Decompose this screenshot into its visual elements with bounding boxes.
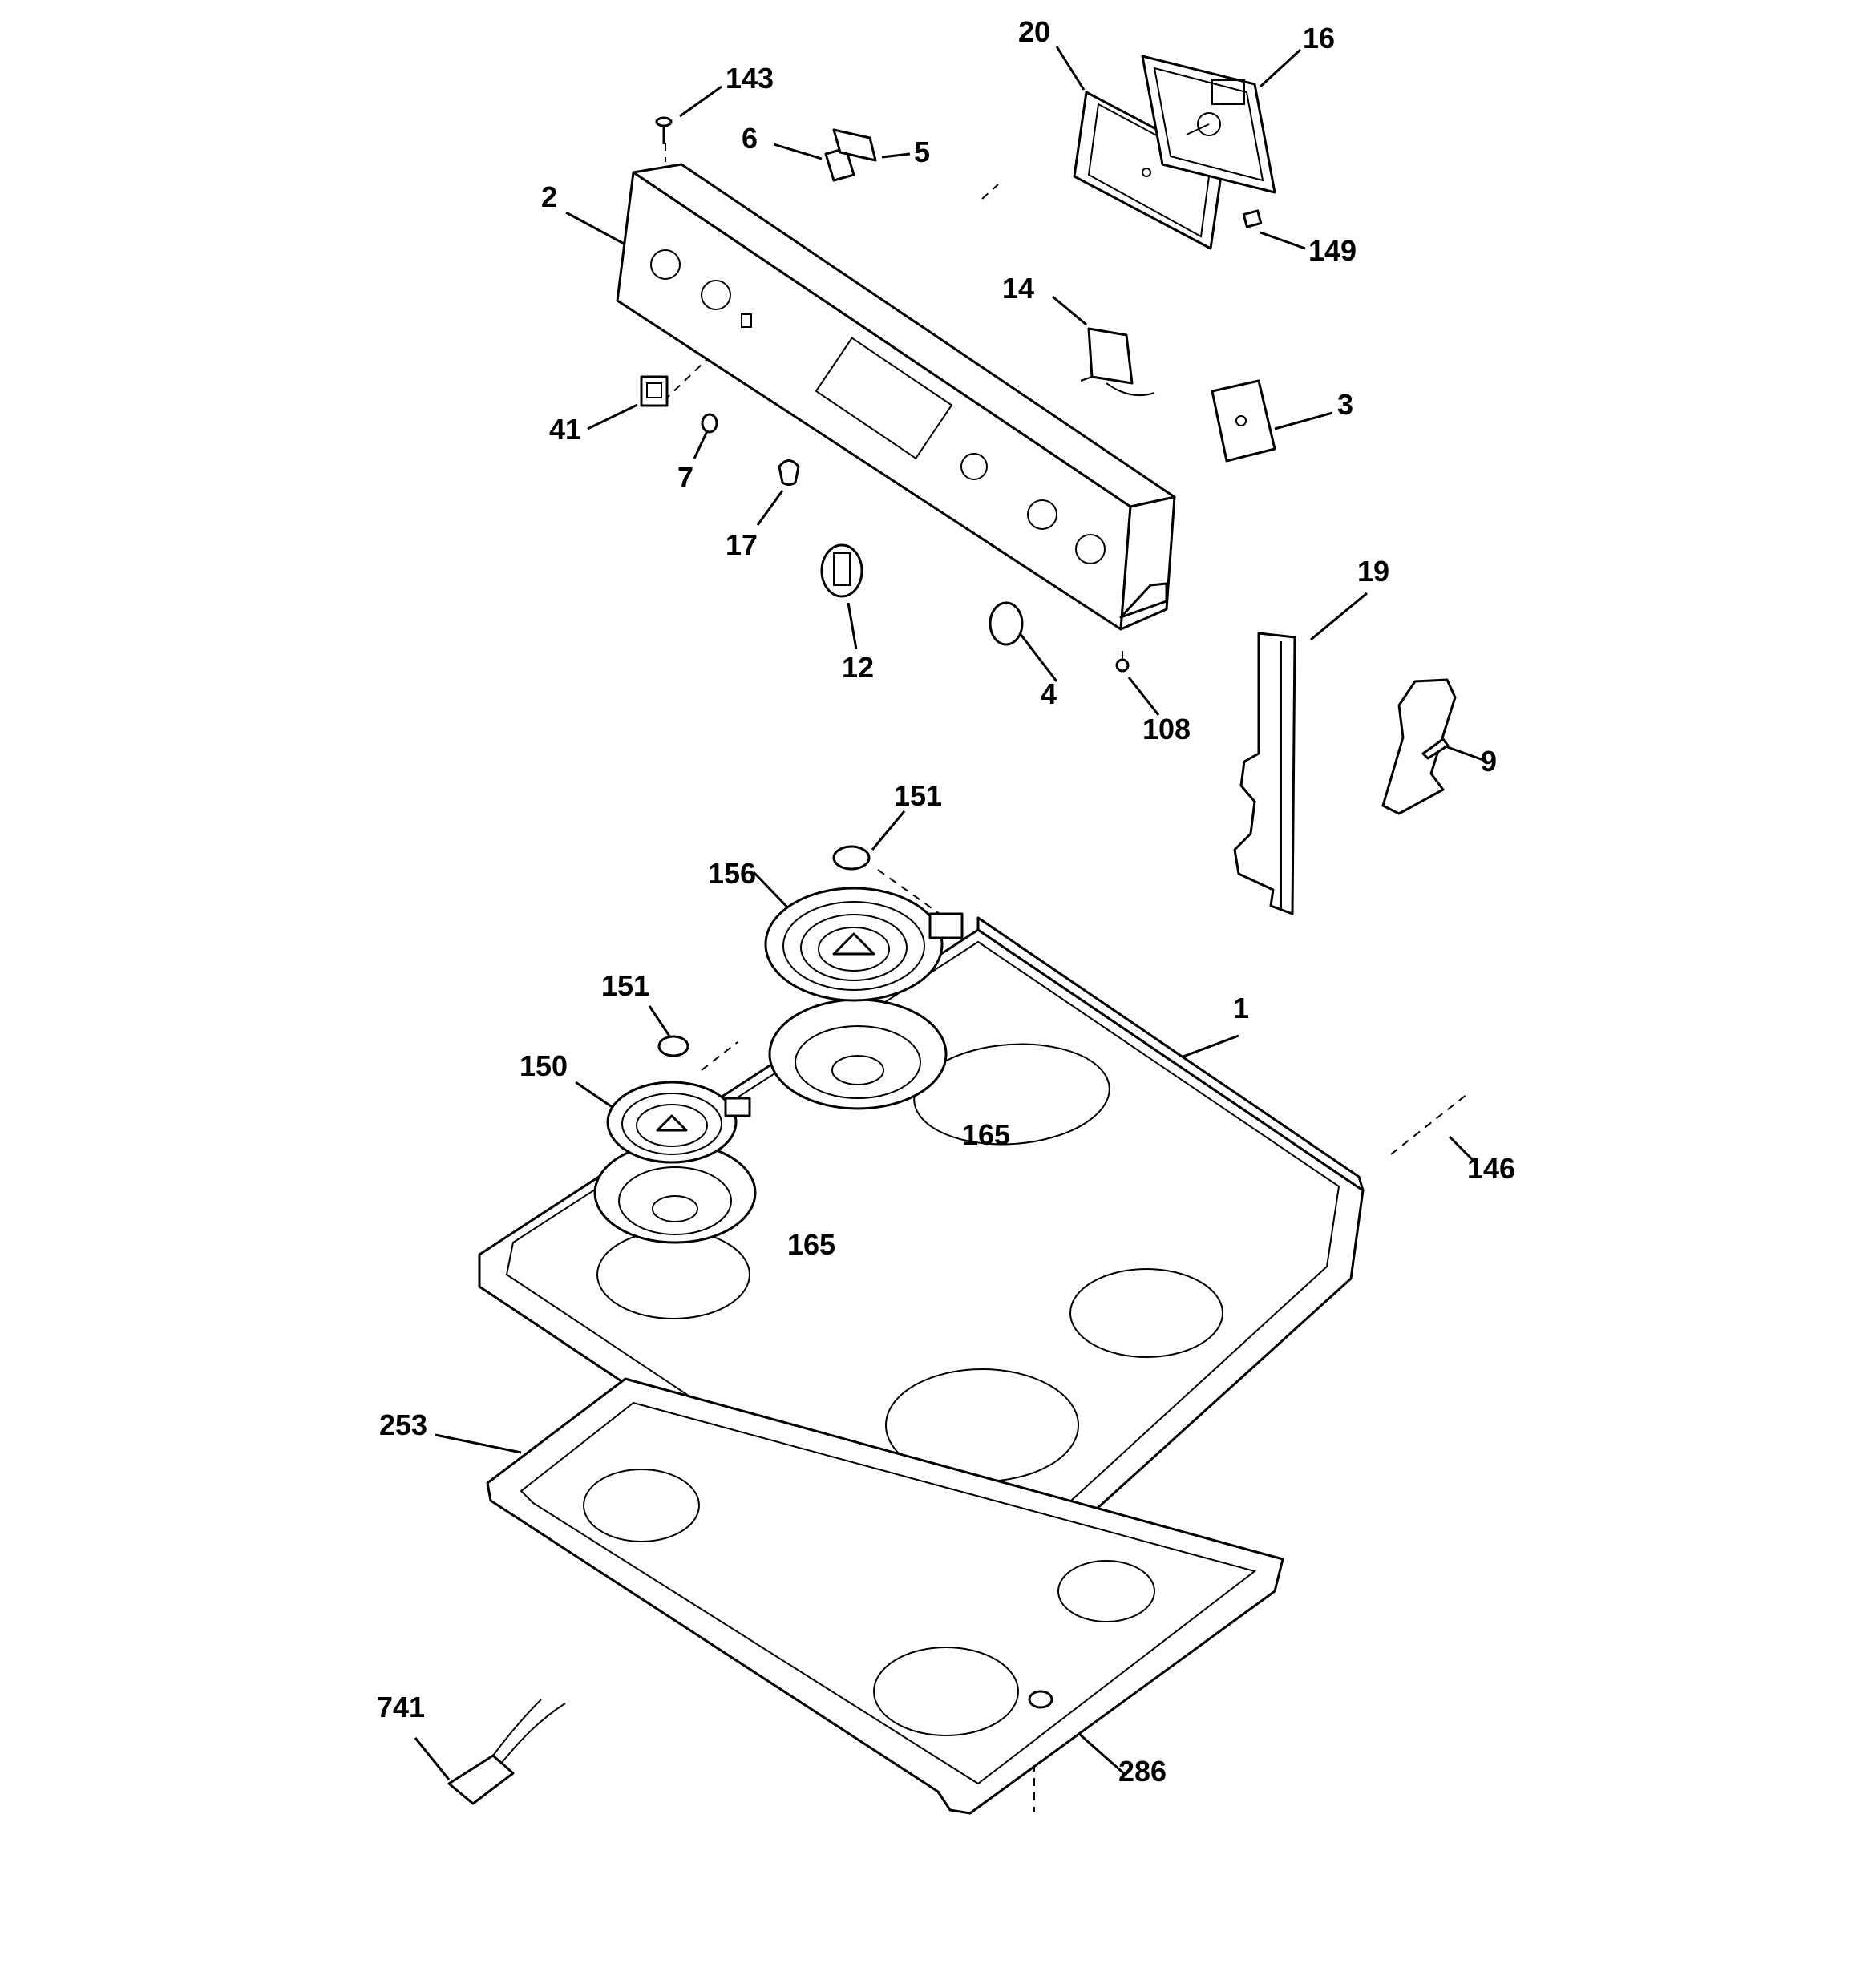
callout-17: 17 bbox=[726, 528, 758, 561]
callout-14: 14 bbox=[1002, 272, 1035, 305]
box-screw bbox=[1028, 1690, 1053, 1709]
callout-165-upper: 165 bbox=[962, 1118, 1011, 1151]
callout-151-lower: 151 bbox=[601, 969, 650, 1002]
drip-pan-small bbox=[593, 1141, 757, 1244]
callout-146: 146 bbox=[1467, 1152, 1516, 1185]
callout-12: 12 bbox=[842, 651, 875, 684]
callout-165-lower: 165 bbox=[787, 1228, 836, 1261]
control-knob bbox=[820, 543, 863, 598]
callout-149: 149 bbox=[1308, 234, 1357, 267]
callout-16: 16 bbox=[1303, 22, 1336, 55]
terminal-block-cap-lower bbox=[657, 1035, 689, 1057]
callout-5: 5 bbox=[914, 135, 931, 168]
callout-156: 156 bbox=[708, 857, 757, 890]
callout-1: 1 bbox=[1233, 992, 1250, 1024]
surface-element-small bbox=[606, 1081, 751, 1164]
callout-9: 9 bbox=[1481, 745, 1498, 778]
cooktop-screw bbox=[1421, 737, 1450, 760]
selector-switch bbox=[1080, 327, 1155, 397]
callout-108: 108 bbox=[1142, 713, 1191, 746]
control-panel-backsplash bbox=[616, 163, 1176, 631]
callout-150: 150 bbox=[520, 1049, 568, 1082]
callout-7: 7 bbox=[677, 461, 694, 494]
callout-6: 6 bbox=[742, 122, 758, 155]
drip-pan-large bbox=[768, 998, 948, 1110]
burner-box bbox=[486, 1377, 1284, 1815]
callout-741: 741 bbox=[377, 1691, 426, 1723]
side-bracket bbox=[1233, 632, 1296, 915]
surface-element-large bbox=[764, 887, 964, 1002]
callout-253: 253 bbox=[379, 1408, 428, 1441]
end-cap bbox=[1381, 678, 1457, 815]
rocker-switch bbox=[640, 375, 669, 407]
infinite-switch bbox=[1211, 379, 1276, 463]
callout-20: 20 bbox=[1018, 15, 1051, 48]
callout-4: 4 bbox=[1041, 677, 1057, 710]
callout-151-upper: 151 bbox=[894, 779, 943, 812]
callout-41: 41 bbox=[549, 413, 582, 446]
callout-286: 286 bbox=[1118, 1755, 1167, 1788]
wire-connector bbox=[447, 1699, 566, 1805]
small-knob bbox=[989, 601, 1024, 646]
indicator-lamp bbox=[701, 413, 718, 434]
indicator-lens bbox=[778, 459, 800, 486]
callout-19: 19 bbox=[1357, 555, 1390, 588]
callout-2: 2 bbox=[541, 180, 558, 213]
clock-timer-assembly bbox=[1141, 55, 1276, 194]
bracket-parts bbox=[824, 128, 877, 182]
screw-part bbox=[655, 116, 673, 144]
callout-143: 143 bbox=[726, 62, 774, 95]
terminal-block-cap-upper bbox=[832, 845, 871, 871]
mounting-screw bbox=[1115, 651, 1130, 673]
callout-3: 3 bbox=[1337, 388, 1354, 421]
clip-part bbox=[1242, 209, 1263, 228]
